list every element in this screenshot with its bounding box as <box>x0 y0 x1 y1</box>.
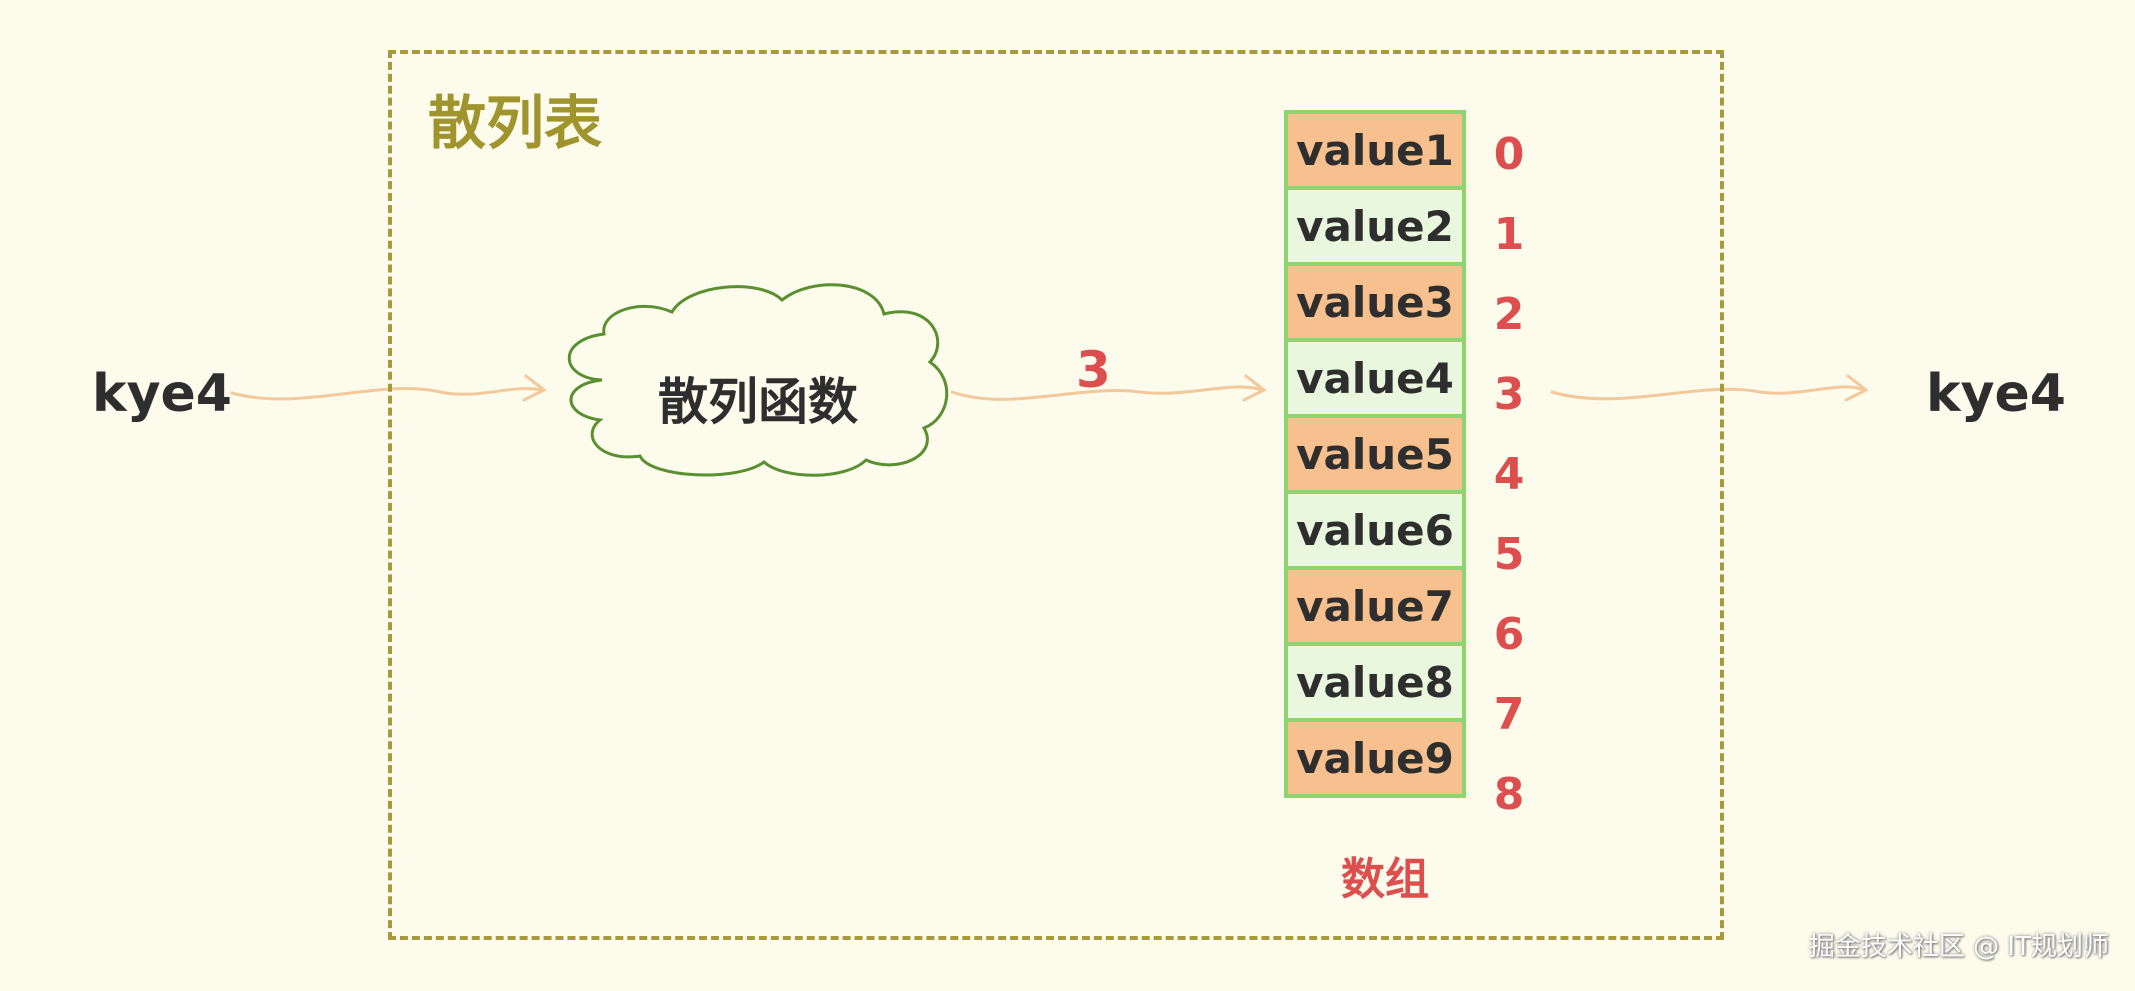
arrow-hash-to-array <box>950 385 1264 401</box>
array-cell: value3 <box>1288 266 1462 342</box>
arrowhead-key-to-hash <box>522 374 547 402</box>
arrowhead-array-to-output <box>1844 374 1869 402</box>
input-key-label: kye4 <box>92 364 232 424</box>
array-index-label: 6 <box>1493 608 1525 660</box>
array-index-label: 1 <box>1493 208 1525 260</box>
array-index-label: 4 <box>1493 448 1525 500</box>
hash-result-label: 3 <box>1076 341 1111 399</box>
arrow-array-to-output <box>1550 385 1866 401</box>
array-cell: value4 <box>1288 342 1462 418</box>
array-caption: 数组 <box>1341 854 1429 905</box>
array-cell: value5 <box>1288 418 1462 494</box>
array-cell: value1 <box>1288 114 1462 190</box>
hash-function-cloud <box>567 283 949 477</box>
array-index-label: 3 <box>1493 368 1525 420</box>
array-index-column: 0 1 2 3 4 5 6 7 8 <box>1484 114 1534 834</box>
arrow-key-to-hash <box>230 387 544 401</box>
array-cell: value2 <box>1288 190 1462 266</box>
watermark-text: 掘金技术社区 @ IT规划师 <box>1808 932 2109 962</box>
array-index-label: 7 <box>1493 688 1525 740</box>
output-key-label: kye4 <box>1926 364 2066 424</box>
hash-function-label: 散列函数 <box>658 373 858 431</box>
array-index-label: 5 <box>1493 528 1525 580</box>
array-index-label: 8 <box>1493 768 1525 820</box>
array-cell: value6 <box>1288 494 1462 570</box>
arrowhead-hash-to-array <box>1242 374 1267 402</box>
array-cell: value7 <box>1288 570 1462 646</box>
array-cell: value9 <box>1288 722 1462 794</box>
array-index-label: 0 <box>1493 128 1525 180</box>
array-cell: value8 <box>1288 646 1462 722</box>
hash-table-frame <box>388 50 1724 940</box>
array-index-label: 2 <box>1493 288 1525 340</box>
hash-table-title: 散列表 <box>428 89 603 157</box>
